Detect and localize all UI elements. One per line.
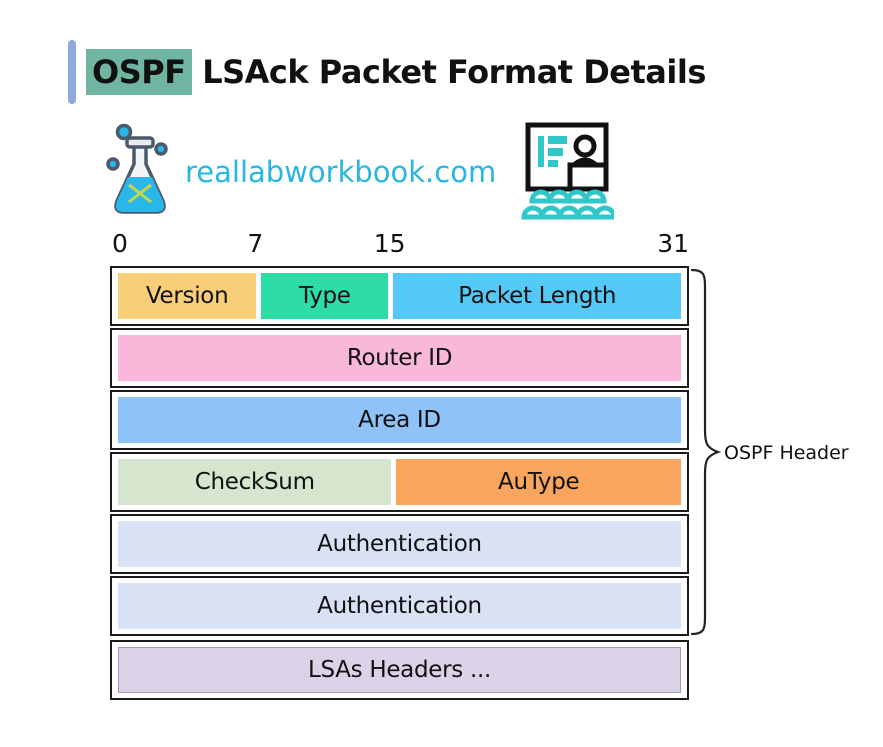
bit-label-15: 15: [373, 229, 406, 258]
packet-cell-checksum: CheckSum: [118, 459, 392, 505]
packet-row: Authentication: [110, 514, 689, 574]
title-rest: LSAck Packet Format Details: [191, 53, 706, 91]
packet-row: Area ID: [110, 390, 689, 450]
packet-cell-lsas-headers: LSAs Headers ...: [118, 647, 681, 693]
packet-row: Router ID: [110, 328, 689, 388]
accent-bar: [68, 40, 76, 104]
brand-row: reallabworkbook.com: [101, 119, 617, 225]
ospf-header-brace: [690, 268, 722, 636]
packet-cell-authentication: Authentication: [118, 583, 681, 629]
packet-cell-authentication: Authentication: [118, 521, 681, 567]
packet-cell-packet-length: Packet Length: [393, 273, 681, 319]
packet-row: Authentication: [110, 576, 689, 636]
title-block: OSPF LSAck Packet Format Details: [68, 40, 706, 104]
packet-cell-router-id: Router ID: [118, 335, 681, 381]
bit-label-31: 31: [657, 229, 689, 258]
presentation-audience-icon: [521, 122, 617, 220]
packet-cell-autype: AuType: [396, 459, 681, 505]
lab-flask-icon: [106, 123, 168, 214]
ospf-header-label: OSPF Header: [724, 442, 849, 464]
title-highlight: OSPF: [86, 49, 192, 95]
packet-cell-area-id: Area ID: [118, 397, 681, 443]
bit-label-7: 7: [247, 229, 264, 258]
packet-cell-type: Type: [261, 273, 389, 319]
bit-ruler: 0 7 15 31: [110, 229, 689, 259]
bit-label-0: 0: [112, 229, 128, 258]
page-title: OSPF LSAck Packet Format Details: [86, 40, 706, 104]
presentation-wrap: [520, 119, 617, 225]
site-link: reallabworkbook.com: [185, 155, 497, 189]
packet-row: LSAs Headers ...: [110, 640, 689, 700]
packet-cell-version: Version: [118, 273, 257, 319]
